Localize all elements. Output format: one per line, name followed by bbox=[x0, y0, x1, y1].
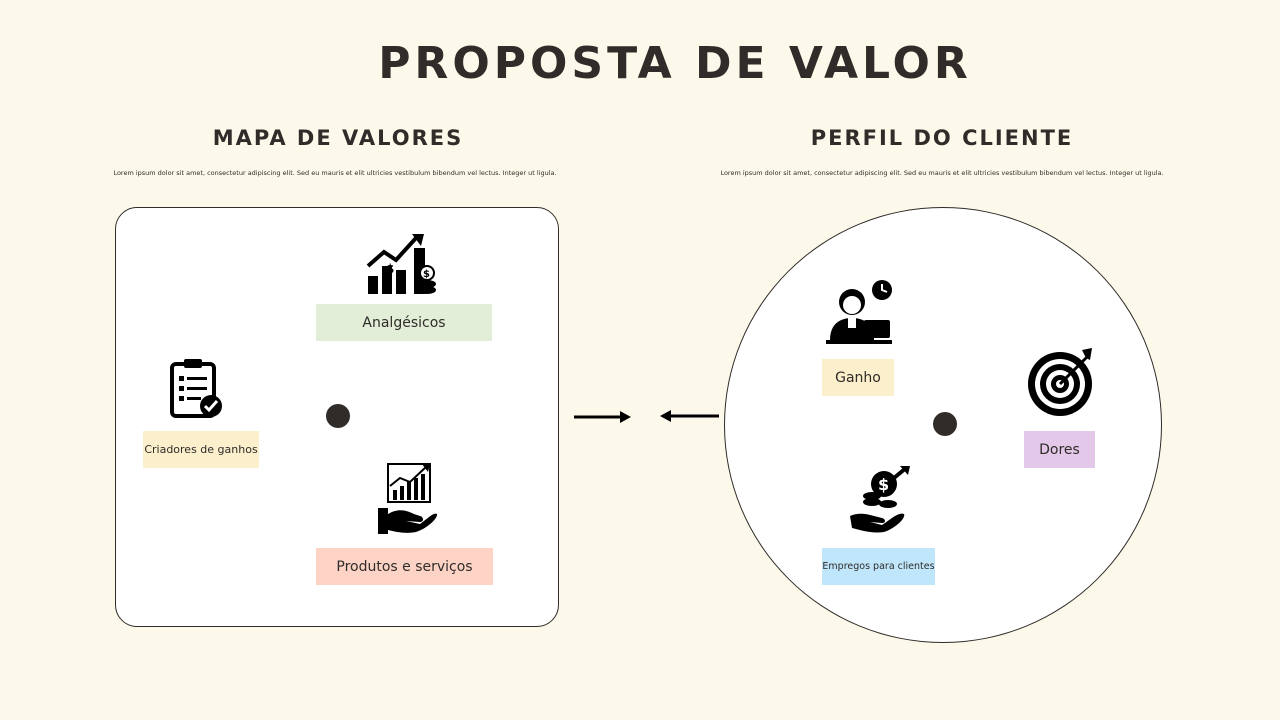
analgesicos-label: Analgésicos bbox=[316, 304, 492, 341]
right-section-title: PERFIL DO CLIENTE bbox=[810, 126, 1074, 150]
arrow-right-icon bbox=[574, 409, 632, 425]
value-map-center-dot bbox=[326, 404, 350, 428]
hand-chart-icon bbox=[376, 462, 438, 536]
left-section-title: MAPA DE VALORES bbox=[212, 126, 464, 150]
page-title: PROPOSTA DE VALOR bbox=[378, 38, 972, 89]
clipboard-check-icon bbox=[168, 358, 224, 418]
left-section-description: Lorem ipsum dolor sit amet, consectetur … bbox=[113, 169, 557, 177]
dores-label: Dores bbox=[1024, 431, 1095, 468]
person-laptop-clock-icon bbox=[824, 278, 894, 348]
criadores-label: Criadores de ganhos bbox=[143, 431, 259, 468]
customer-profile-center-dot bbox=[933, 412, 957, 436]
svg-text:$: $ bbox=[878, 475, 889, 494]
growth-chart-coins-icon: $ $ bbox=[364, 232, 438, 296]
svg-text:$: $ bbox=[423, 269, 430, 280]
hand-coins-icon: $ bbox=[848, 466, 910, 536]
svg-text:$: $ bbox=[386, 262, 394, 276]
empregos-label: Empregos para clientes bbox=[822, 548, 935, 585]
target-arrow-icon bbox=[1026, 348, 1096, 418]
produtos-label: Produtos e serviços bbox=[316, 548, 493, 585]
ganho-label: Ganho bbox=[822, 359, 894, 396]
arrow-left-icon bbox=[659, 408, 719, 424]
right-section-description: Lorem ipsum dolor sit amet, consectetur … bbox=[720, 169, 1164, 177]
